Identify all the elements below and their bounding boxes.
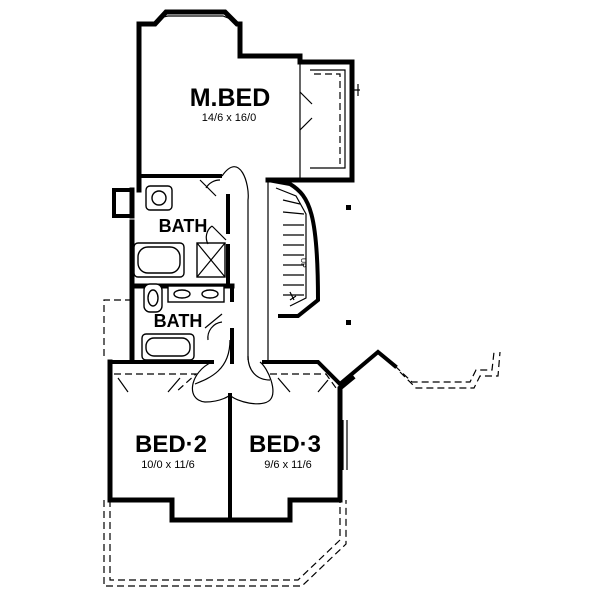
- hall-and-stairs: UP: [221, 166, 351, 360]
- bath-lower: [103, 283, 234, 364]
- room-label-master-bed: M.BED: [190, 84, 271, 112]
- bath-upper: [112, 179, 235, 289]
- room-label-bed-3: BED·3: [249, 431, 321, 458]
- room-label-bath-lower: BATH: [154, 311, 203, 331]
- bedrooms-lower: [103, 339, 501, 587]
- room-dims-master-bed: 14/6 x 16/0: [202, 112, 256, 124]
- master-bedroom: [136, 9, 360, 193]
- room-label-bath-upper: BATH: [159, 216, 208, 236]
- room-dims-bed-2: 10/0 x 11/6: [141, 459, 195, 471]
- room-dims-bed-3: 9/6 x 11/6: [264, 459, 312, 471]
- stair-up-label: UP: [299, 258, 306, 268]
- room-label-bed-2: BED·2: [135, 431, 207, 458]
